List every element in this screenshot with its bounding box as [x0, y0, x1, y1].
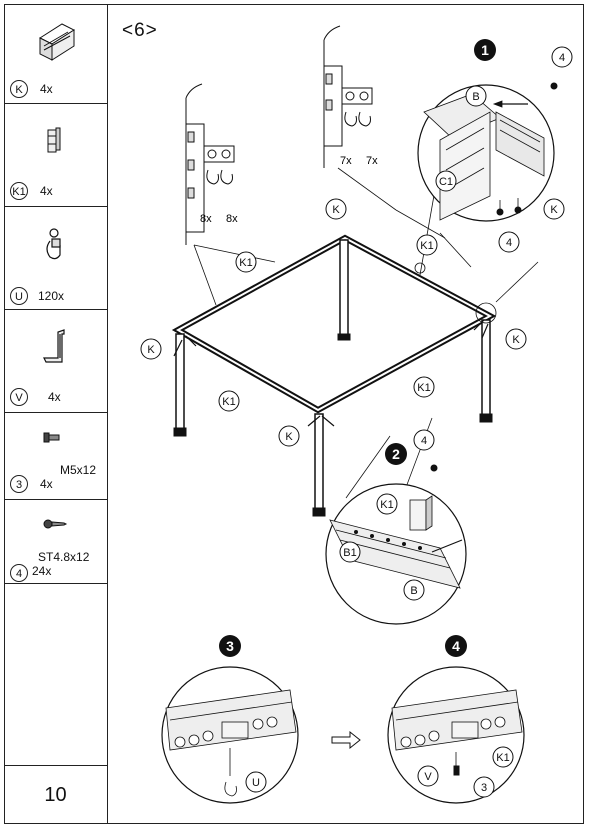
page-frame	[4, 4, 584, 824]
callout-circles	[140, 46, 573, 798]
part-qty: 4x	[40, 477, 53, 491]
part-qty: 4x	[40, 82, 53, 96]
callout-C1: C1	[439, 176, 453, 188]
callout-V: V	[424, 771, 432, 783]
step-3-number: 3	[226, 638, 234, 654]
callout-screw-4: 4	[506, 237, 512, 249]
callout-K1: K1	[239, 257, 252, 269]
part-id-badge: 4	[10, 564, 28, 582]
callout-B: B	[472, 91, 479, 103]
machine-screw-icon	[43, 432, 60, 443]
z-bracket-icon	[43, 329, 65, 363]
tapping-screw-icon	[43, 519, 68, 529]
step-1-number: 1	[481, 42, 489, 58]
callout-K: K	[550, 204, 558, 216]
part-id-badge: 3	[10, 475, 28, 493]
right-rail-detail	[323, 25, 373, 168]
part-row-K1: K1 4x	[4, 104, 107, 207]
parts-sidebar: K 4x K1 4x U 120x	[4, 4, 108, 824]
small-bracket-icon	[47, 127, 61, 153]
detail-4	[387, 666, 525, 804]
callout-K1: K1	[496, 752, 509, 764]
callout-K1: K1	[380, 499, 393, 511]
gazebo-frame	[171, 234, 497, 517]
part-id-badge: K	[10, 80, 28, 98]
callout-K1: K1	[420, 240, 433, 252]
part-qty: 24x	[32, 564, 52, 578]
left-rail-detail	[185, 83, 235, 245]
callout-K: K	[147, 344, 155, 356]
callout-K: K	[332, 204, 340, 216]
callout-K: K	[512, 334, 520, 346]
part-row-U: U 120x	[4, 207, 107, 310]
empty-cell	[4, 584, 107, 766]
part-row-4: ST4.8x12 4 24x	[4, 500, 107, 584]
detail-3	[161, 666, 299, 804]
curtain-hook-icon	[46, 228, 61, 260]
callout-screw-3: 3	[481, 782, 487, 794]
hook-count-label: 7x	[366, 155, 378, 167]
detail-1	[417, 82, 558, 222]
step-number-badges	[219, 39, 496, 657]
callout-K1: K1	[222, 396, 235, 408]
step-2-number: 2	[392, 446, 400, 462]
step-label: <6>	[122, 20, 158, 41]
hook-count-label: 8x	[226, 213, 238, 225]
callout-K: K	[285, 431, 293, 443]
part-id-badge: U	[10, 287, 28, 305]
callout-screw-4: 4	[559, 52, 565, 64]
callout-U: U	[252, 777, 260, 789]
part-spec: ST4.8x12	[38, 550, 90, 564]
callout-B1: B1	[343, 547, 356, 559]
part-qty: 4x	[48, 390, 61, 404]
part-row-3: 3 4x M5x12	[4, 413, 107, 500]
hook-count-label: 8x	[200, 213, 212, 225]
part-row-V: V 4x	[4, 310, 107, 413]
part-spec: M5x12	[60, 463, 97, 477]
step-4-number: 4	[452, 638, 460, 654]
callout-K1: K1	[417, 382, 430, 394]
part-qty: 4x	[40, 184, 53, 198]
part-row-K: K 4x	[4, 4, 107, 104]
hook-count-label: 7x	[340, 155, 352, 167]
page-number: 10	[44, 784, 67, 806]
next-arrow	[331, 730, 361, 750]
callout-screw-4: 4	[421, 435, 427, 447]
part-qty: 120x	[38, 289, 65, 303]
leader-lines	[193, 167, 539, 499]
rail-bracket-icon	[38, 23, 76, 61]
callout-B: B	[410, 585, 417, 597]
part-id-badge: V	[10, 388, 28, 406]
part-id-badge: K1	[10, 182, 28, 200]
